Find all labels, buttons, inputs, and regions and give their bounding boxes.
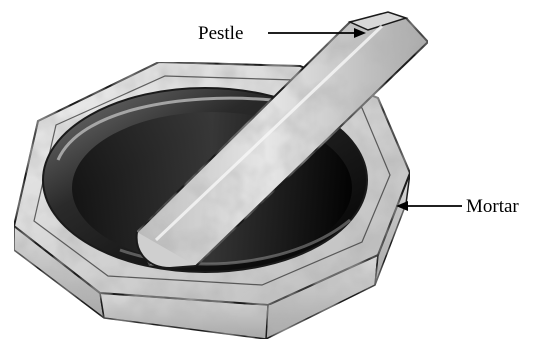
pestle-label: Pestle	[198, 24, 243, 43]
mortar-label: Mortar	[466, 197, 519, 216]
mortar-arrow	[396, 201, 462, 211]
